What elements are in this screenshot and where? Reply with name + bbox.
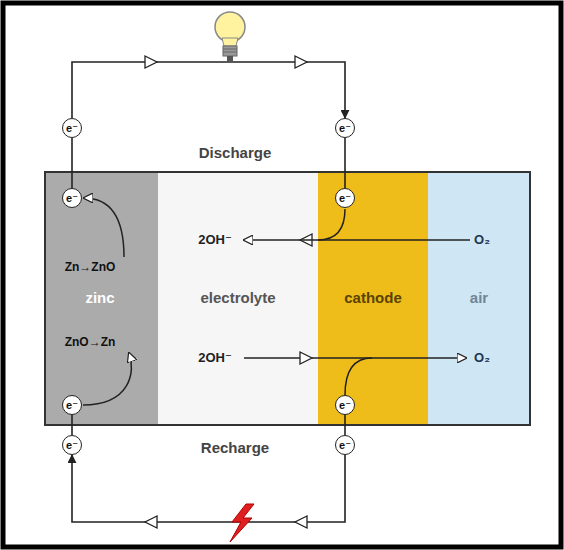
outer-frame [3, 3, 561, 547]
cell-layer: O₂airO₂ [428, 172, 530, 425]
wire-connector [344, 415, 346, 435]
cathode-fill [318, 172, 428, 425]
light-bulb [215, 12, 245, 62]
air-fill [428, 172, 530, 425]
layer-text: O₂ [474, 233, 490, 247]
layer-text: O₂ [474, 351, 490, 365]
flow-triangles [145, 56, 312, 528]
electron-label: e⁻ [66, 399, 78, 411]
electron-circle: e⁻ [62, 118, 82, 138]
mode-label: Discharge [199, 144, 272, 161]
layer-text: cathode [344, 290, 402, 307]
cell-layer: e⁻ e⁻ Zn→ZnO zincZnO→Zn [45, 172, 158, 425]
layer-text: 2OH⁻ [198, 351, 232, 365]
electron-circle: e⁻ [335, 435, 355, 455]
layer-text: zinc [85, 290, 114, 307]
wire-connector [72, 62, 345, 118]
cell-layer: 2OH⁻ electrolyte 2OH⁻ [158, 172, 318, 425]
electron-circle: e⁻ [335, 188, 355, 208]
wire-connector [71, 415, 73, 435]
electron-circle: e⁻ [335, 118, 355, 138]
layer-text: air [470, 290, 488, 307]
power-bolt [230, 504, 254, 542]
electrolyte-fill [158, 172, 318, 425]
wire-connector [71, 138, 73, 188]
electron-circle: e⁻ [62, 188, 82, 208]
layer-text: ZnO→Zn [65, 336, 116, 349]
electron-label: e⁻ [339, 122, 351, 134]
electron-label: e⁻ [339, 439, 351, 451]
ion-flow-lines [83, 198, 470, 405]
layer-text: electrolyte [200, 290, 275, 307]
electron-label: e⁻ [339, 399, 351, 411]
layer-text: Zn→ZnO [65, 261, 116, 274]
electron-circle: e⁻ [62, 395, 82, 415]
mode-label: Recharge [201, 439, 269, 456]
electron-label: e⁻ [66, 122, 78, 134]
electron-label: e⁻ [66, 192, 78, 204]
cell-layer: e⁻ e⁻ cathode [318, 172, 428, 425]
electron-circle: e⁻ [335, 395, 355, 415]
cell-outline [45, 172, 530, 425]
zinc-fill [45, 172, 158, 425]
layer-text: 2OH⁻ [198, 233, 232, 247]
wire-connector [344, 138, 346, 188]
electron-circle: e⁻ [62, 435, 82, 455]
wire-connector [72, 455, 345, 522]
electron-label: e⁻ [339, 192, 351, 204]
electron-label: e⁻ [66, 439, 78, 451]
